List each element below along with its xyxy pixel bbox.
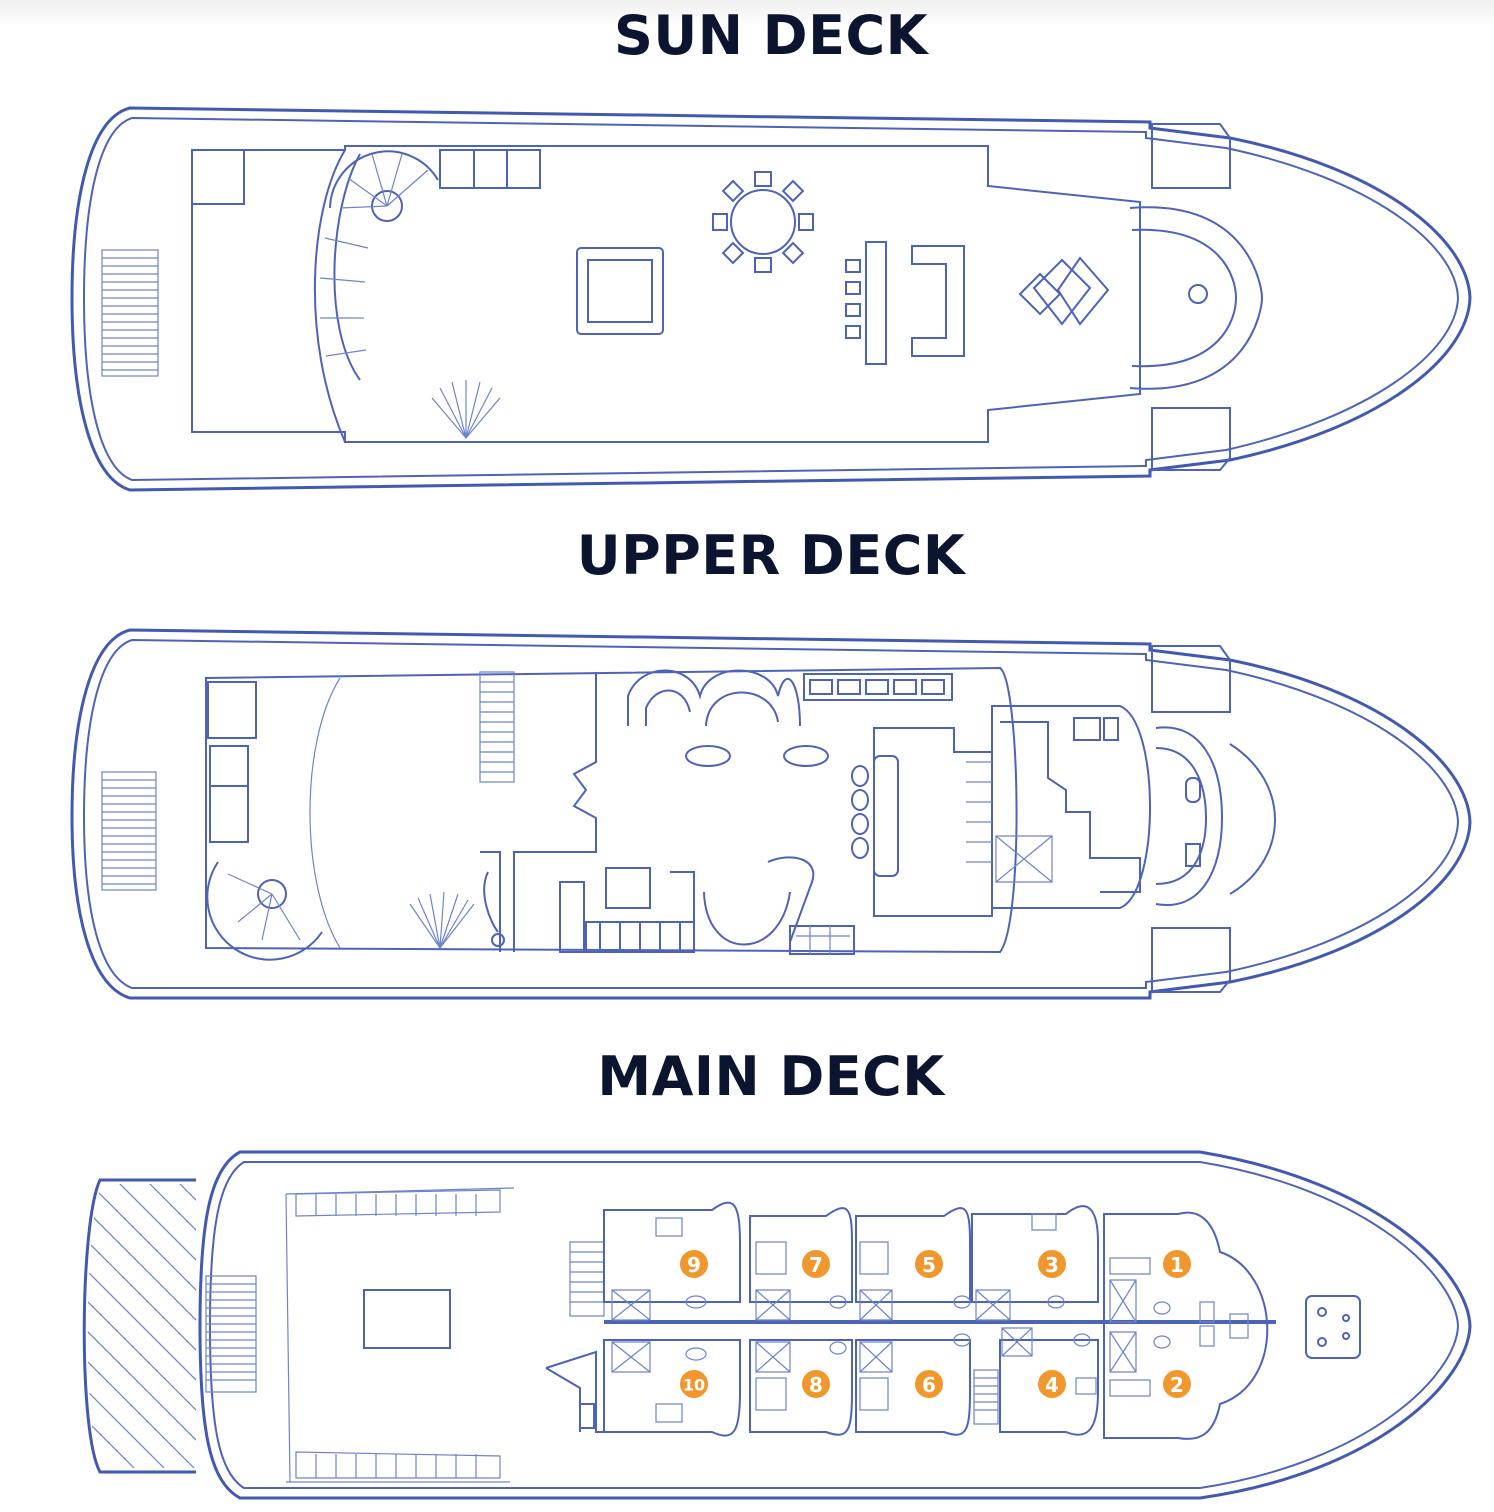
ladder (479, 671, 515, 783)
cabin-badge-2[interactable]: 2 (1161, 1368, 1193, 1400)
cabin-badge-9[interactable]: 9 (678, 1248, 710, 1280)
fan-staircase (431, 380, 501, 439)
windlass (1305, 1295, 1361, 1359)
logo-mark (1018, 256, 1110, 326)
cabin-badge-7[interactable]: 7 (800, 1248, 832, 1280)
wheelhouse (873, 705, 1151, 917)
cabin-number-9: 9 (687, 1253, 701, 1277)
lounge-bench (313, 149, 346, 443)
sun-deck-area (191, 145, 1141, 443)
cabin-number-10: 10 (683, 1376, 705, 1395)
salon-seating (627, 669, 829, 767)
transom-ladder (205, 1275, 257, 1393)
bar-counter (845, 241, 887, 365)
fan-staircase (409, 891, 475, 950)
upper-deck-plan (70, 628, 1472, 1000)
swim-platform (82, 1178, 196, 1474)
cabin-number-1: 1 (1170, 1253, 1184, 1277)
main-deck-plan: 9 7 5 3 1 10 8 6 4 2 (82, 1150, 1472, 1500)
cabin-number-2: 2 (1170, 1373, 1184, 1397)
galley-cabinets (803, 673, 953, 701)
sun-deck-plan (70, 106, 1472, 492)
cabin-badge-4[interactable]: 4 (1036, 1368, 1068, 1400)
stern-ladder (101, 771, 157, 891)
bow-helm (1155, 726, 1224, 907)
cabin-badge-1[interactable]: 1 (1161, 1248, 1193, 1280)
cabin-badge-6[interactable]: 6 (913, 1368, 945, 1400)
spiral-staircase (329, 150, 439, 222)
cabin-badge-10[interactable]: 10 (678, 1368, 710, 1400)
cabin-number-5: 5 (922, 1253, 936, 1277)
sun-deck-title: SUN DECK (614, 4, 928, 67)
upper-deck-title: UPPER DECK (576, 524, 966, 587)
spiral-staircase (206, 861, 323, 961)
upper-deck-hull (70, 628, 1472, 1000)
dive-benches (295, 1189, 501, 1479)
round-dining-table (712, 171, 814, 273)
cabin-walls (545, 1201, 1269, 1440)
cabin-badge-5[interactable]: 5 (913, 1248, 945, 1280)
cabin-number-4: 4 (1045, 1373, 1059, 1397)
jacuzzi (576, 247, 664, 335)
upper-deck-area (205, 666, 1018, 954)
camera-table (363, 1289, 451, 1349)
main-deck-title: MAIN DECK (597, 1045, 945, 1108)
mast-point (1188, 284, 1208, 304)
stern-ladder (101, 249, 159, 377)
cabin-number-6: 6 (922, 1373, 936, 1397)
bow-lounge (1129, 206, 1264, 390)
cabin-number-8: 8 (809, 1373, 823, 1397)
sofa (911, 245, 965, 357)
cabin-badge-3[interactable]: 3 (1036, 1248, 1068, 1280)
main-deck-hull (198, 1150, 1472, 1500)
sun-deck-hull (70, 106, 1472, 492)
cabin-number-3: 3 (1045, 1253, 1059, 1277)
cabin-badge-8[interactable]: 8 (800, 1368, 832, 1400)
cabin-number-7: 7 (809, 1253, 823, 1277)
